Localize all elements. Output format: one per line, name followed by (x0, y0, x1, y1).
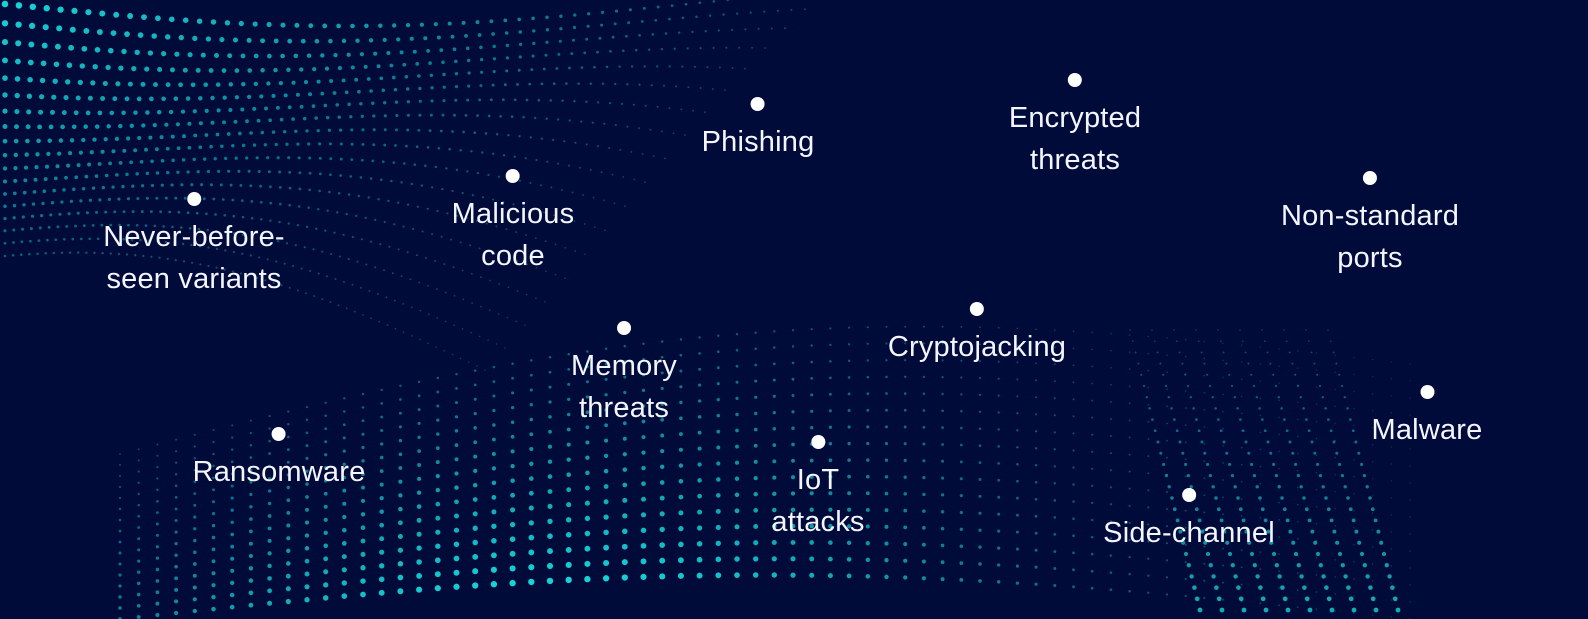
threat-marker-icon (969, 302, 984, 316)
threat-marker-icon (617, 321, 631, 335)
threat-non-standard-ports: Non-standard ports (1281, 171, 1459, 279)
threat-marker-icon (505, 169, 520, 183)
threat-label: Cryptojacking (887, 331, 1067, 363)
threat-cryptojacking: Cryptojacking (888, 302, 1066, 368)
threat-marker-icon (811, 435, 825, 449)
threat-malicious-code: Malicious code (452, 169, 575, 277)
threat-label: Malicious code (451, 198, 575, 272)
threat-marker-icon (751, 97, 765, 111)
threat-marker-icon (1182, 488, 1196, 502)
threat-label: Encrypted threats (1008, 102, 1142, 176)
threat-phishing: Phishing (702, 97, 815, 163)
threat-label: Side-channel (1103, 517, 1275, 549)
threat-label: Memory threats (571, 350, 677, 424)
threat-label: Ransomware (192, 456, 366, 488)
threat-marker-icon (1068, 73, 1082, 87)
threat-marker-icon (1363, 171, 1377, 185)
threat-marker-icon (272, 427, 286, 441)
threat-label: IoT attacks (771, 464, 865, 538)
threat-marker-icon (1420, 385, 1434, 399)
threat-iot-attacks: IoT attacks (771, 435, 864, 543)
threat-label: Non-standard ports (1280, 200, 1460, 274)
threat-label: Never-before- seen variants (103, 221, 285, 295)
threat-memory-threats: Memory threats (571, 321, 677, 429)
threat-label: Malware (1371, 414, 1483, 446)
threat-side-channel: Side-channel (1103, 488, 1275, 554)
threat-ransomware: Ransomware (193, 427, 366, 493)
threat-never-before-seen-variants: Never-before- seen variants (103, 192, 285, 300)
threat-label: Phishing (701, 126, 815, 158)
threat-encrypted-threats: Encrypted threats (1009, 73, 1141, 181)
threat-marker-icon (187, 192, 201, 206)
threat-malware: Malware (1372, 385, 1483, 451)
